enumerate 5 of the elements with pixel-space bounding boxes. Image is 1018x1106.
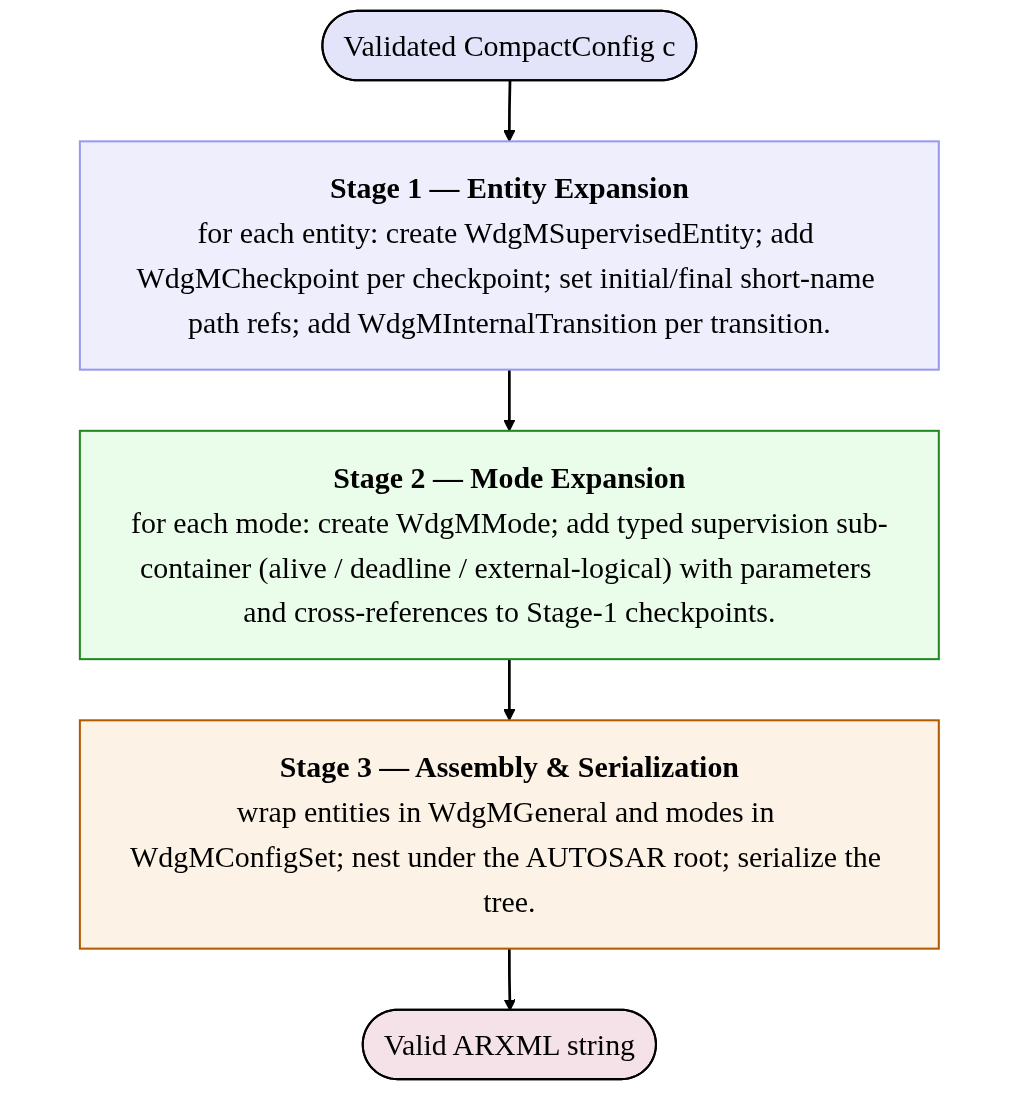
node-box: Stage 2 — Mode Expansion for each mode: create WdgMMode; add typed supervision sub-container (alive / deadline / external-logical) with parameters and cross-references to Stage-1 checkpoints.	[78, 429, 940, 661]
node-box: Stage 1 — Entity Expansion for each entity: create WdgMSupervisedEntity; add WdgMCheckpoint per checkpoint; set initial/final short-name path refs; add WdgMInternalTransition per transition.	[78, 140, 940, 371]
arrow	[503, 80, 515, 142]
arrow	[503, 659, 515, 721]
node-box: Stage 3 — Assembly & Serialization wrap entities in WdgMGeneral and modes in WdgMConfigSet; nest under the AUTOSAR root; serialize the tree.	[78, 719, 940, 950]
